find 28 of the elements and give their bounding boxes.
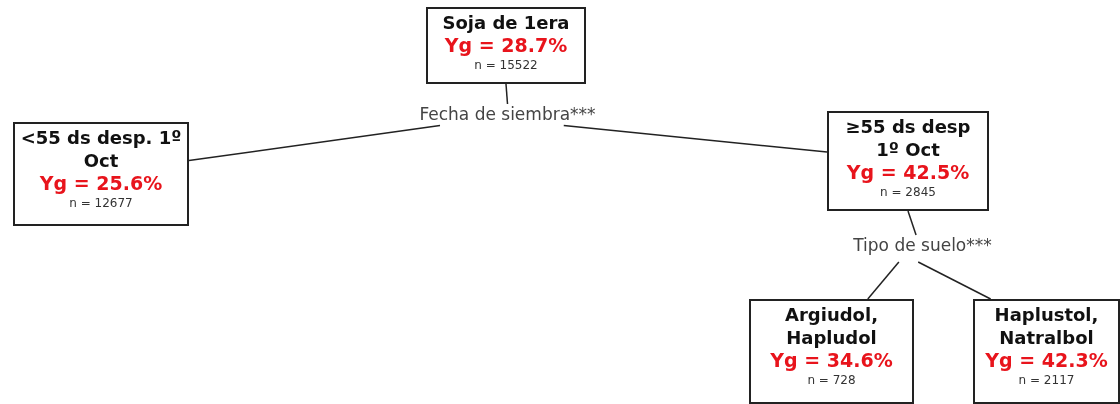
heading-text: <55 ds desp. 1º Oct: [19, 126, 183, 172]
connector-line: [505, 83, 509, 105]
connector-line: [563, 124, 828, 153]
heading-text: Argiudol, Hapludol: [784, 303, 879, 349]
split-variable-label: Fecha de siembra***: [395, 104, 620, 128]
yield-gap-value: Yg = 34.6%: [769, 349, 894, 372]
sample-count: n = 2845: [879, 184, 937, 200]
heading-text: Haplustol, Natralbol: [993, 303, 1100, 349]
sample-count: n = 2117: [1017, 372, 1076, 388]
sample-count: n = 15522: [473, 57, 539, 73]
sample-count: n = 728: [806, 372, 857, 388]
yield-gap-value: Yg = 42.5%: [845, 161, 971, 184]
connector-line: [917, 261, 992, 300]
tree-node-box: [973, 299, 1120, 404]
yield-gap-value: Yg = 25.6%: [38, 172, 164, 195]
heading-text: Soja de 1era: [441, 11, 571, 34]
sample-count: n = 12677: [68, 195, 134, 211]
yield-gap-value: Yg = 28.7%: [443, 34, 569, 57]
tree-node-box: [749, 299, 914, 404]
tree-node-box: [13, 122, 189, 226]
connector-line: [867, 261, 900, 300]
yield-gap-value: Yg = 42.3%: [984, 349, 1109, 372]
connector-line: [907, 210, 917, 236]
tree-node-box: [827, 111, 989, 211]
split-variable-label: Tipo de suelo***: [815, 235, 1030, 262]
tree-node-box: [426, 7, 586, 84]
connector-line: [188, 124, 441, 162]
heading-text: ≥55 ds desp 1º Oct: [844, 115, 972, 161]
